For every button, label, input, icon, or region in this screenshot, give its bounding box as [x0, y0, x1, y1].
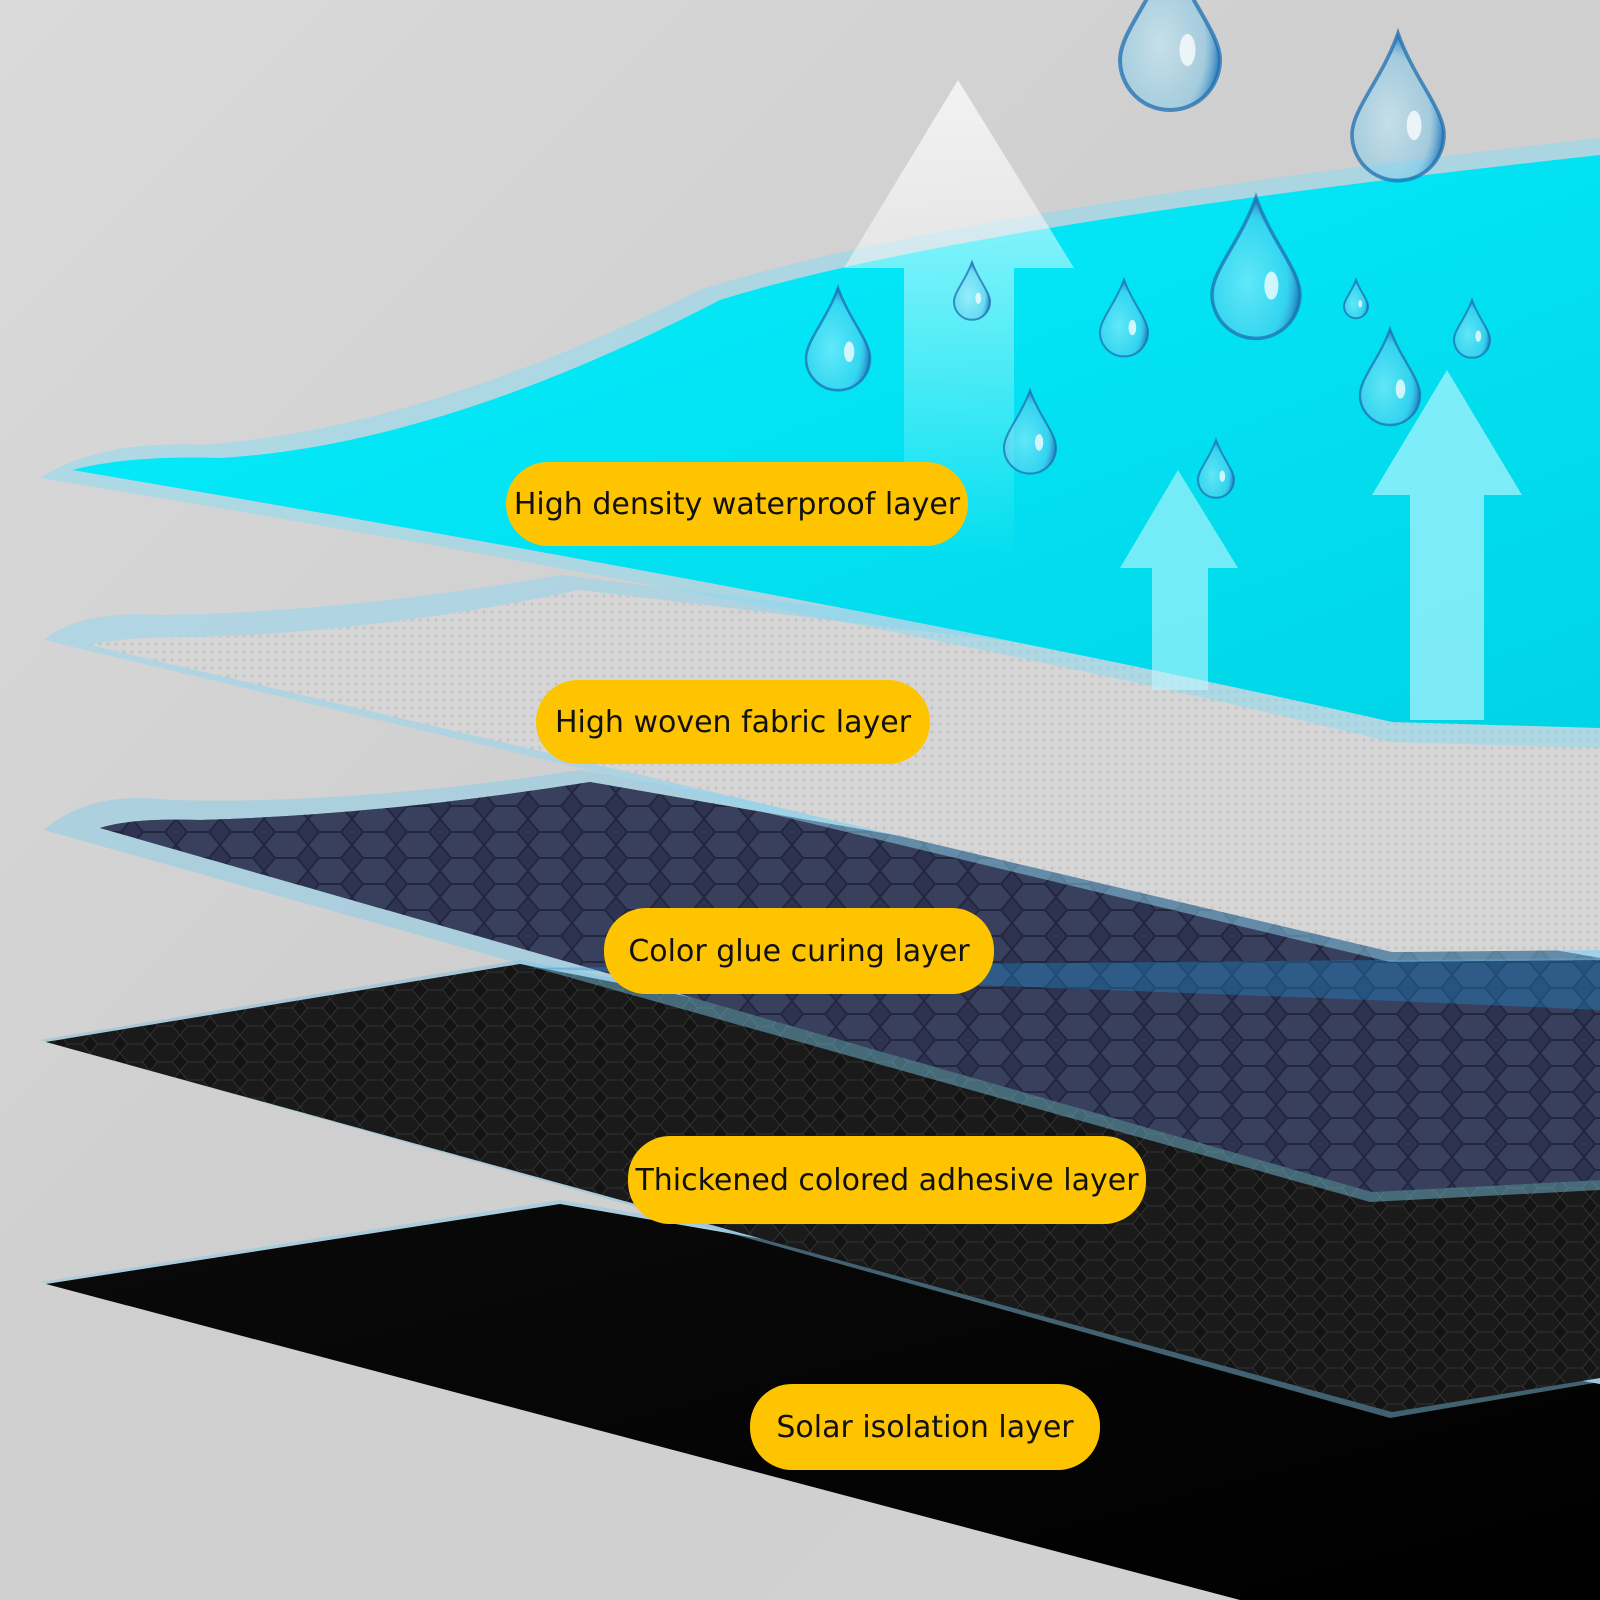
water-drop-icon — [1350, 27, 1446, 183]
water-drop-icon — [1452, 297, 1492, 359]
up-arrow-icon — [1372, 370, 1522, 720]
water-drop-icon — [1196, 437, 1236, 499]
water-drop-icon — [1098, 276, 1150, 358]
water-drop-icon — [804, 283, 872, 392]
water-drop-icon — [1358, 325, 1422, 427]
water-drop-icon — [1117, 0, 1223, 112]
label-waterproof-layer: High density waterproof layer — [506, 462, 968, 546]
label-solar-isolation-layer: Solar isolation layer — [750, 1384, 1100, 1470]
up-arrow-icon — [1120, 470, 1238, 690]
label-woven-fabric-layer: High woven fabric layer — [536, 680, 930, 764]
up-arrow-icon — [844, 80, 1074, 560]
water-drop-icon — [1342, 276, 1370, 320]
label-color-glue-layer: Color glue curing layer — [604, 908, 994, 994]
water-drop-icon — [1002, 387, 1058, 475]
water-drop-icon — [1210, 192, 1302, 341]
water-drop-icon — [952, 259, 992, 321]
label-adhesive-layer: Thickened colored adhesive layer — [628, 1136, 1146, 1224]
